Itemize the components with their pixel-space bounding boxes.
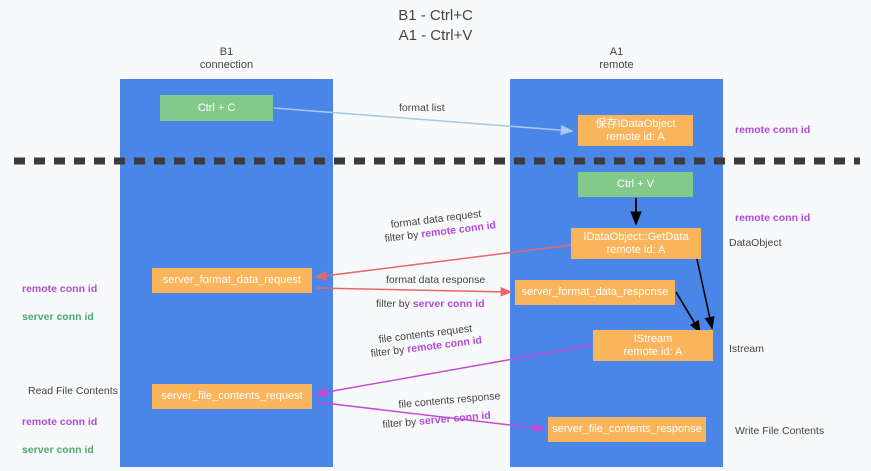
- edge-label-format-list: format list: [399, 102, 445, 114]
- node-server-file-contents-request[interactable]: server_file_contents_request: [152, 384, 312, 409]
- edge-label-format-data-response-filter: filter by server conn id: [376, 298, 485, 311]
- label-write-file-contents: Write File Contents: [735, 425, 825, 437]
- node-server-file-contents-response[interactable]: server_file_contents_response: [548, 417, 706, 442]
- label-dataobject: DataObject: [729, 237, 782, 249]
- edge-label-file-contents-response: file contents response: [398, 390, 501, 411]
- label-remote-conn-id: remote conn id: [22, 283, 98, 295]
- edge-label-format-data-response: format data response: [386, 274, 486, 286]
- node-server-format-data-request[interactable]: server_format_data_request: [152, 268, 312, 293]
- label-istream: Istream: [729, 343, 765, 355]
- node-idataobject-getdata[interactable]: IDataObject::GetData remote id: A: [571, 228, 701, 259]
- filter-prefix-2: filter by: [376, 298, 413, 310]
- lane-header-a1: A1 remote: [599, 46, 634, 71]
- node-server-format-data-response[interactable]: server_format_data_response: [515, 280, 675, 305]
- edge-format-data-response: [315, 286, 513, 297]
- label-left-conn-ids-upper: remote conn id server conn id: [22, 268, 97, 338]
- diagram-title: B1 - Ctrl+C A1 - Ctrl+V: [398, 7, 473, 44]
- node-istream[interactable]: IStream remote id: A: [593, 330, 713, 361]
- node-ctrl-c[interactable]: Ctrl + C: [160, 95, 273, 121]
- edge-label-file-contents-response-filter: filter by server conn id: [382, 410, 491, 432]
- filter-value-4: server conn id: [418, 409, 492, 428]
- label-remote-conn-id-top: remote conn id: [735, 124, 811, 136]
- label-server-conn-id: server conn id: [22, 311, 94, 323]
- lane-header-b1: B1 connection: [199, 46, 254, 71]
- label-server-conn-id-2: server conn id: [22, 444, 94, 456]
- filter-prefix-1: filter by: [384, 228, 422, 245]
- filter-value-2: server conn id: [412, 298, 485, 310]
- filter-prefix-3: filter by: [370, 343, 408, 360]
- label-remote-conn-id-2: remote conn id: [22, 416, 98, 428]
- node-ctrl-v[interactable]: Ctrl + V: [578, 172, 693, 197]
- label-read-file-contents: Read File Contents: [28, 385, 118, 397]
- label-left-conn-ids-lower: remote conn id server conn id: [22, 401, 97, 471]
- filter-prefix-4: filter by: [382, 415, 420, 431]
- node-idataobject[interactable]: 保存IDataObject remote id: A: [578, 115, 693, 146]
- label-remote-conn-id-mid: remote conn id: [735, 212, 811, 224]
